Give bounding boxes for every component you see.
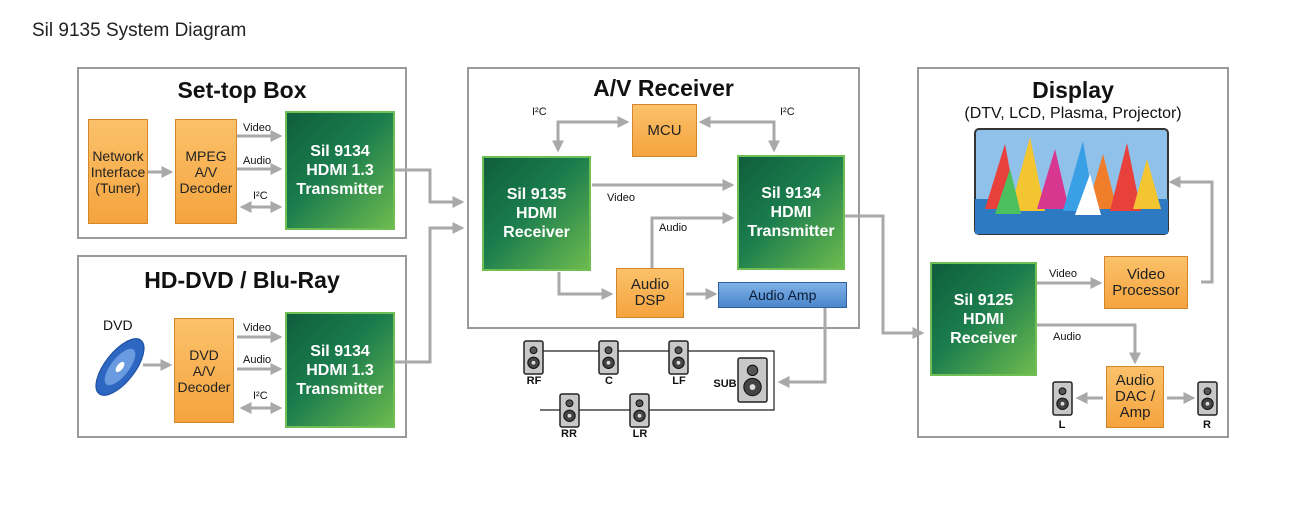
arrow-dsp-audio [650, 212, 735, 268]
tv-picture [974, 128, 1169, 235]
arrow-amp-to-speakers [777, 307, 827, 388]
dvd-decoder-block: DVD A/V Decoder [174, 318, 234, 423]
speaker-c-icon [598, 340, 619, 375]
arrow-i2c-mcu-tx [698, 116, 780, 153]
avr-transmitter-block: Sil 9134 HDMI Transmitter [737, 155, 845, 270]
avr-i2c-right-label: I²C [780, 106, 795, 118]
speaker-lf-icon [668, 340, 689, 375]
dvd-i2c-label: I²C [253, 390, 268, 402]
arrow-avr-to-display [845, 214, 925, 339]
page-title: Sil 9135 System Diagram [32, 20, 247, 41]
dvd-audio-label: Audio [243, 354, 272, 366]
avr-video-label: Video [607, 192, 635, 204]
dvd-disc-icon [95, 338, 145, 396]
video-processor-block: Video Processor [1104, 256, 1188, 309]
stb-transmitter-block: Sil 9134 HDMI 1.3 Transmitter [285, 111, 395, 230]
dvd-label: DVD [103, 317, 133, 333]
dvd-video-label: Video [243, 322, 271, 334]
speaker-label-r: R [1203, 419, 1211, 431]
arrow-dvd-to-avr [394, 222, 465, 364]
avr-receiver-block: Sil 9135 HDMI Receiver [482, 156, 591, 271]
speaker-label-c: C [605, 375, 613, 387]
speaker-label-lr: LR [632, 428, 648, 440]
hd-dvd-title: HD-DVD / Blu-Ray [144, 267, 340, 293]
av-receiver-title: A/V Receiver [593, 75, 734, 101]
speaker-sub-icon [737, 357, 768, 403]
display-video-label: Video [1049, 268, 1077, 280]
mpeg-decoder-block: MPEG A/V Decoder [175, 119, 237, 224]
speaker-label-rf: RF [526, 375, 542, 387]
dvd-transmitter-block: Sil 9134 HDMI 1.3 Transmitter [285, 312, 395, 428]
speaker-l-icon [1052, 381, 1073, 416]
speaker-rr-icon [559, 393, 580, 428]
speaker-label-sub: SUB [713, 378, 737, 390]
display-subtitle: (DTV, LCD, Plasma, Projector) [964, 105, 1182, 122]
avr-audio-label: Audio [659, 222, 688, 234]
arrow-rx-to-dsp [557, 272, 614, 300]
mcu-block: MCU [632, 104, 697, 157]
speaker-label-l: L [1058, 419, 1066, 431]
speaker-lr-icon [629, 393, 650, 428]
arrow-proc-to-tv [1168, 176, 1214, 284]
audio-dac-block: Audio DAC / Amp [1106, 366, 1164, 428]
arrow-i2c-mcu-rx [552, 116, 630, 153]
display-audio-label: Audio [1053, 331, 1082, 343]
network-interface-block: Network Interface (Tuner) [88, 119, 148, 224]
speaker-label-lf: LF [672, 375, 686, 387]
speaker-rf-icon [523, 340, 544, 375]
stb-video-label: Video [243, 122, 271, 134]
avr-i2c-left-label: I²C [532, 106, 547, 118]
display-receiver-block: Sil 9125 HDMI Receiver [930, 262, 1037, 376]
arrow-stb-to-avr [394, 168, 465, 208]
set-top-box-title: Set-top Box [177, 77, 307, 103]
speaker-label-rr: RR [561, 428, 577, 440]
audio-dsp-block: Audio DSP [616, 268, 684, 318]
stb-i2c-label: I²C [253, 190, 268, 202]
speaker-r-icon [1197, 381, 1218, 416]
display-title: Display [1032, 77, 1114, 103]
stb-audio-label: Audio [243, 155, 272, 167]
audio-amp-block: Audio Amp [718, 282, 847, 308]
arrow-disp-audio [1037, 323, 1141, 365]
